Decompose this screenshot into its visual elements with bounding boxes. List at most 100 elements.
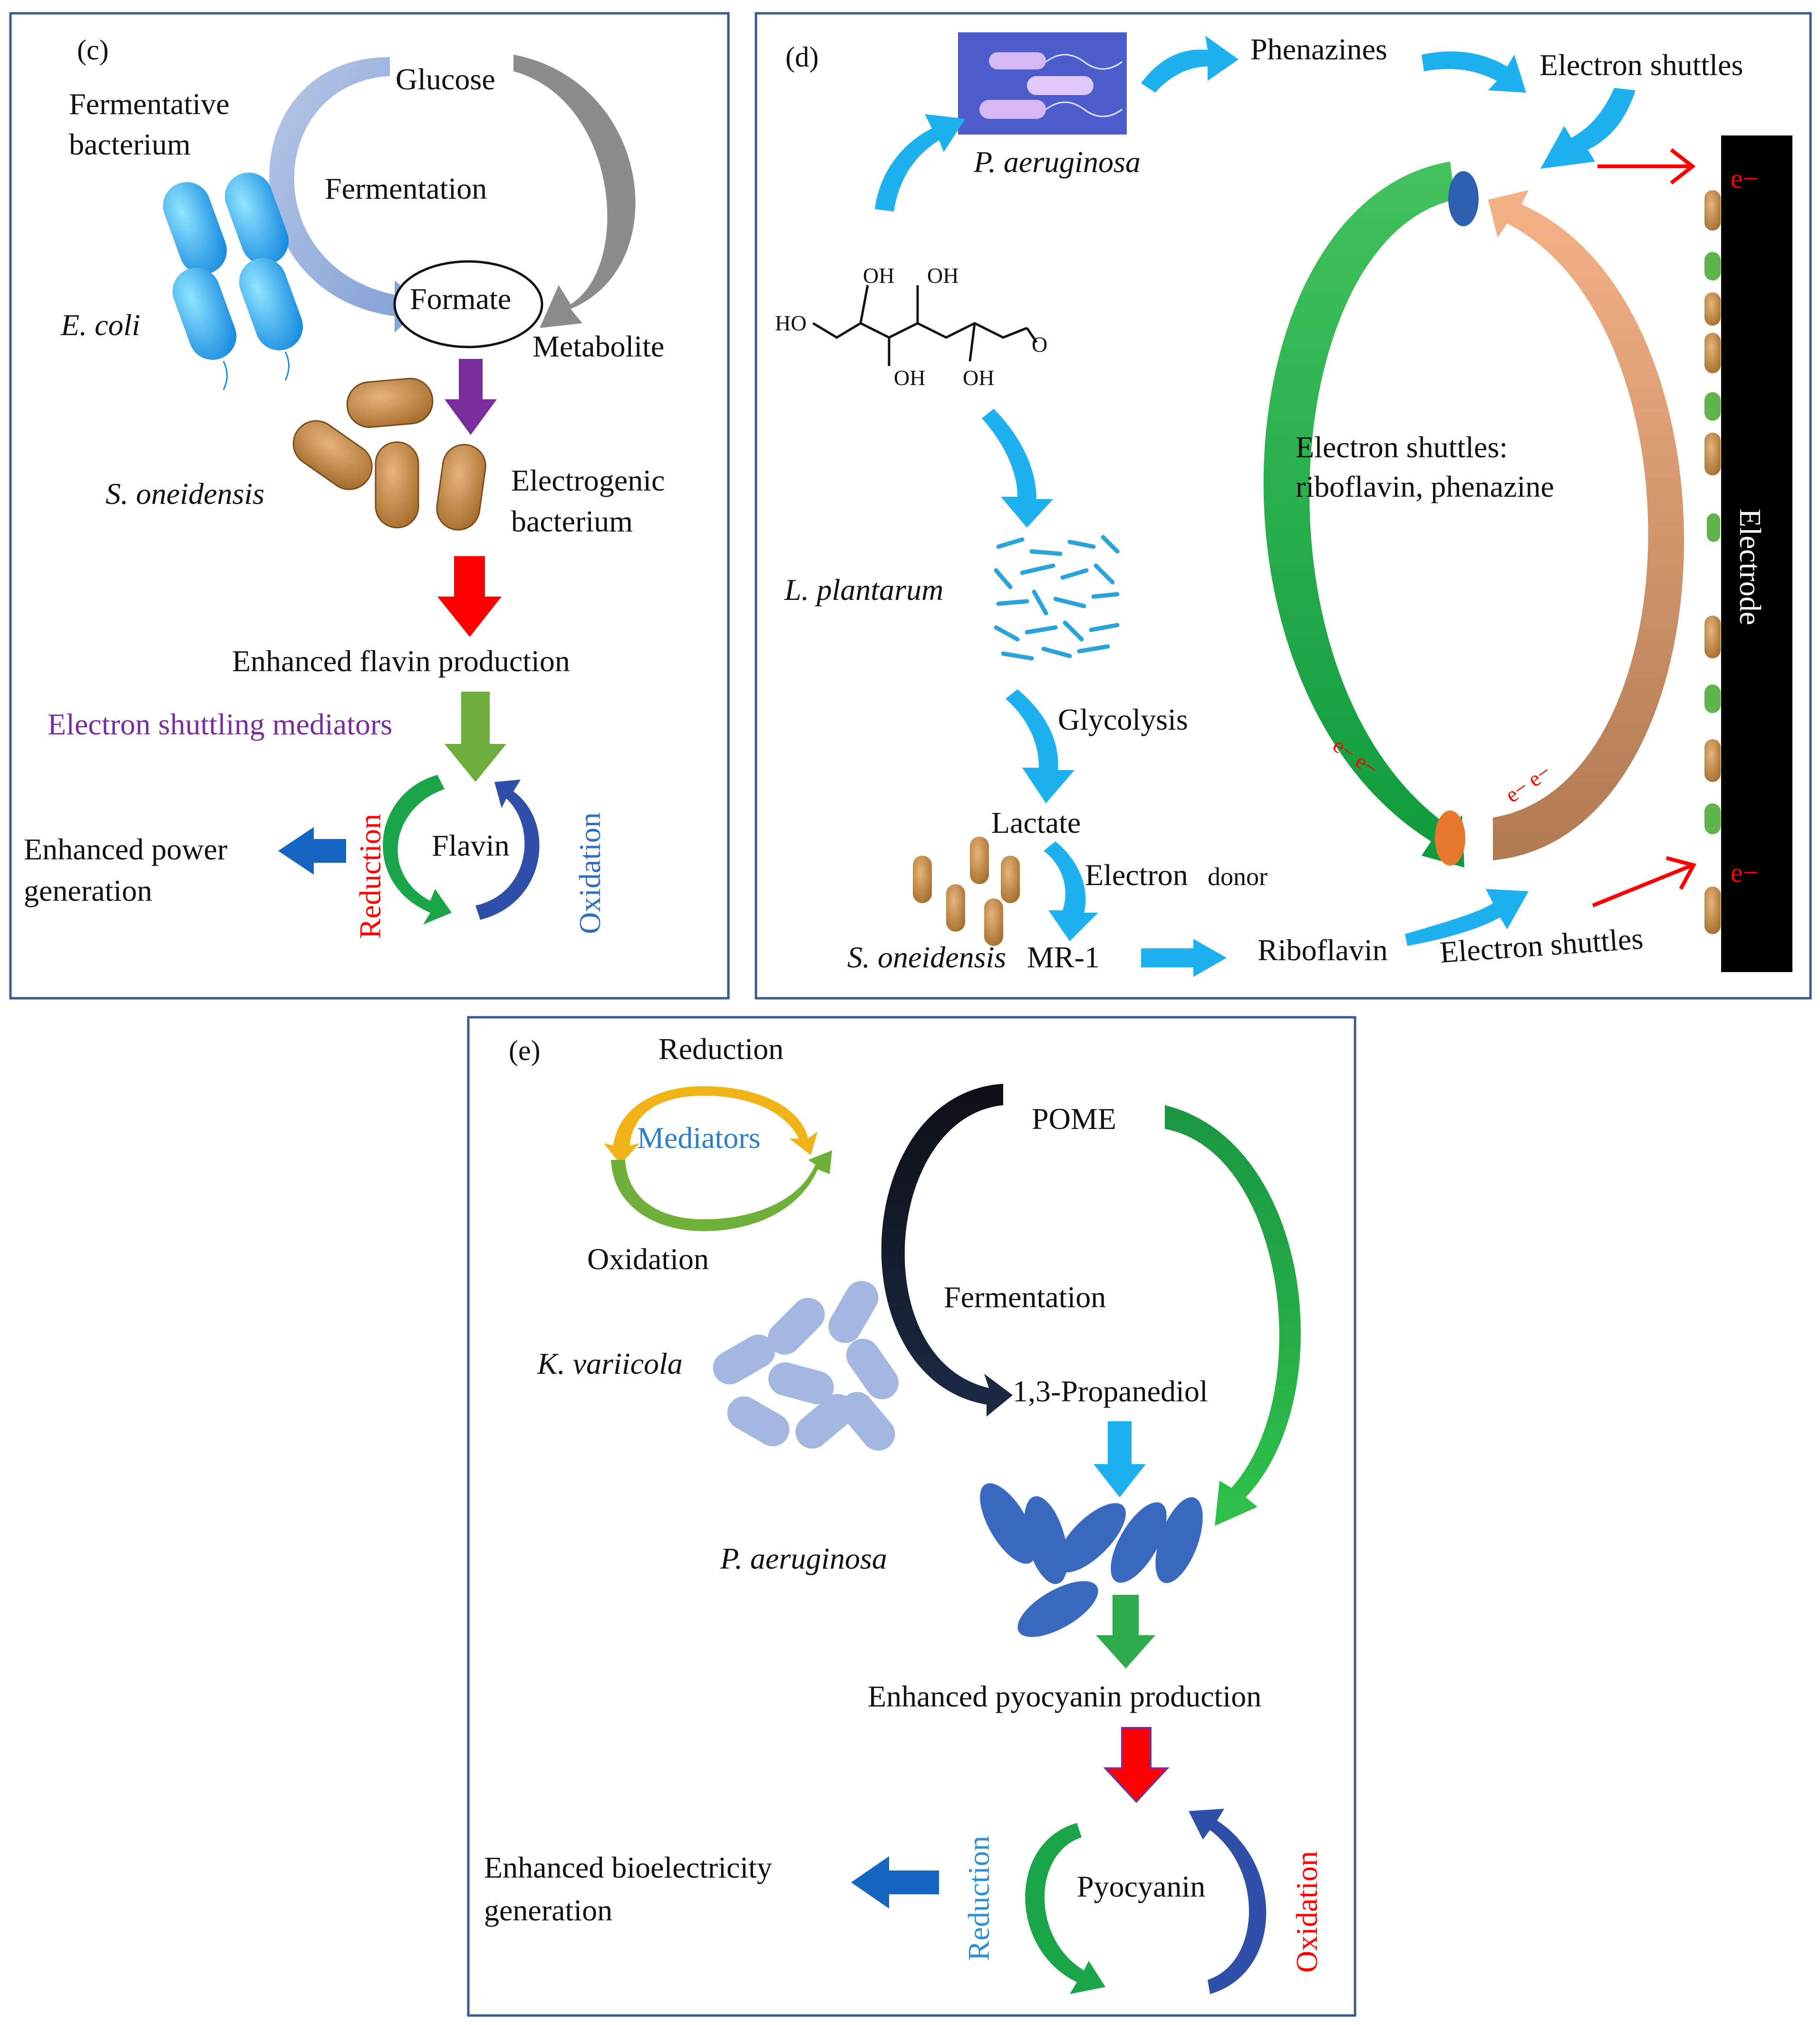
formate-label: Formate (410, 282, 511, 316)
k-variicola-label: K. variicola (537, 1347, 683, 1380)
glucose-to-lplantarum-arrow (982, 409, 1053, 528)
electron-bottom-label: e− (1731, 857, 1758, 888)
electron-donor-label-b: donor (1208, 862, 1268, 891)
pyocyanin-oxidation-arrow (1189, 1809, 1267, 1994)
glycolysis-label: Glycolysis (1058, 703, 1188, 736)
panel-d-letter: (d) (785, 41, 819, 73)
panel-c: (c) Glucose Fermentative bacterium Ferme… (9, 12, 730, 1000)
s-oneidensis-cells-icon (292, 377, 486, 531)
electrogen-to-flavin-arrow (437, 556, 502, 637)
electrode-bar (1721, 135, 1792, 972)
ecoli-cells-icon (163, 173, 303, 390)
electrode-label: Electrode (1733, 509, 1767, 625)
pome-fermentation-arrow (881, 1084, 1013, 1417)
mediators-reduction-arrow (604, 1086, 818, 1165)
pyocyanin-reduction-arrow (1025, 1823, 1105, 1994)
formate-node (393, 260, 543, 348)
panel-e-border (467, 1016, 1356, 2017)
mediators-oxidation-label: Oxidation (587, 1242, 709, 1276)
electron-top-label: e− (1731, 163, 1758, 194)
glucose-oh-1: OH (863, 263, 894, 288)
riboflavin-to-shuttles-arrow (1405, 889, 1529, 946)
flavin-oxidation-label: Oxidation (573, 812, 607, 934)
fermentation-left-arrow (269, 57, 423, 333)
glucose-oh-3: OH (894, 366, 925, 390)
pyocyanin-reduction-label: Reduction (962, 1836, 996, 1961)
pyocyanin-production-arrow (1103, 1727, 1170, 1803)
propanediol-to-paeruginosa-arrow (1094, 1421, 1146, 1497)
mediators-oxidation-arrow (611, 1150, 832, 1231)
l-plantarum-label: L. plantarum (784, 573, 943, 607)
shuttles-to-node-arrow (1540, 88, 1636, 169)
electron-shuttles-top-label: Electron shuttles (1539, 48, 1743, 82)
pome-label: POME (1032, 1102, 1116, 1136)
electron-donor-label-a: Electron (1085, 858, 1188, 892)
p-aeruginosa-image-icon (958, 32, 1127, 135)
fermentation-e-label: Fermentation (944, 1280, 1106, 1314)
fermentation-label: Fermentation (325, 172, 487, 205)
glucose-label: Glucose (396, 62, 495, 96)
lplantarum-to-lactate-arrow (1006, 689, 1075, 803)
phenazines-label: Phenazines (1250, 32, 1387, 66)
panel-e: (e) Reduction Mediators Oxidation POME F… (467, 1016, 1356, 2017)
panel-e-letter: (e) (509, 1035, 541, 1066)
mediators-label: Mediators (637, 1121, 761, 1155)
lactate-label: Lactate (991, 806, 1081, 839)
electron-mediators-label: Electron shuttling mediators (48, 707, 392, 741)
flavin-to-power-arrow (278, 827, 346, 875)
formate-to-electrogen-arrow (445, 359, 497, 435)
shuttles-desc-line1: Electron shuttles: (1296, 430, 1508, 464)
p-aeruginosa-e-label: P. aeruginosa (720, 1542, 887, 1575)
fermentative-label-line2: bacterium (69, 127, 191, 161)
p-aeruginosa-cells-icon (980, 1483, 1203, 1637)
glucose-to-paeruginosa-arrow (875, 114, 965, 212)
bioelectricity-label-line1: Enhanced bioelectricity (484, 1851, 772, 1884)
electrogenic-label-line2: bacterium (511, 504, 633, 538)
oxidized-shuttle-node (1448, 171, 1479, 226)
fermentation-right-arrow (513, 55, 636, 328)
ecoli-label: E. coli (60, 308, 140, 342)
panel-d-border (755, 12, 1812, 1000)
power-label-line1: Enhanced power (24, 832, 227, 866)
electron-transfer-bottom-arrow (1592, 856, 1696, 907)
pome-to-paeruginosa-arrow (1165, 1105, 1301, 1526)
riboflavin-label: Riboflavin (1258, 933, 1388, 967)
phenazines-to-shuttles-arrow (1422, 51, 1526, 93)
s-oneidensis-mr1-label: S. oneidensis (847, 940, 1006, 974)
paeruginosa-to-phenazines-arrow (1141, 36, 1239, 93)
reduced-shuttle-node (1435, 810, 1465, 866)
bioelectricity-label-line2: generation (484, 1893, 612, 1927)
glucose-ho: HO (775, 311, 806, 335)
pyocyanin-to-bioelectricity-arrow (851, 1856, 939, 1909)
electrogenic-label-line1: Electrogenic (511, 463, 665, 497)
glucose-o: O (1032, 332, 1047, 357)
flavin-oxidation-arrow (475, 780, 540, 920)
metabolite-label: Metabolite (532, 329, 664, 363)
shuttle-oxidation-arc-arrow (1488, 190, 1684, 860)
enhanced-flavin-label: Enhanced flavin production (232, 644, 570, 678)
propanediol-label: 1,3-Propanediol (1013, 1374, 1208, 1408)
electron-transfer-top-arrow (1597, 148, 1696, 185)
l-plantarum-cells-icon (994, 535, 1120, 661)
p-aeruginosa-label: P. aeruginosa (973, 145, 1141, 179)
flavin-reduction-label: Reduction (353, 814, 387, 939)
shuttles-desc-line2: riboflavin, phenazine (1296, 470, 1554, 503)
shuttle-reduction-arc-arrow (1263, 162, 1464, 868)
lactate-to-shewanella-arrow (1044, 841, 1098, 941)
mr1-label: MR-1 (1027, 940, 1100, 974)
paeruginosa-to-pyocyanin-arrow (1096, 1595, 1155, 1668)
flavin-label: Flavin (432, 829, 510, 862)
panel-d: (d) P. aeruginosa Phenazines Electron sh… (755, 12, 1812, 1000)
pyocyanin-label: Pyocyanin (1077, 1870, 1205, 1903)
mediators-reduction-label: Reduction (658, 1032, 784, 1066)
shewanella-to-riboflavin-arrow (1141, 939, 1227, 977)
mediators-to-flavin-arrow (445, 692, 506, 782)
fermentative-label-line1: Fermentative (69, 87, 230, 121)
glucose-oh-2: OH (927, 263, 958, 288)
k-variicola-cells-icon (713, 1281, 899, 1451)
panel-c-border (9, 12, 730, 1000)
power-label-line2: generation (24, 874, 152, 907)
enhanced-pyocyanin-label: Enhanced pyocyanin production (868, 1679, 1261, 1713)
s-oneidensis-mr1-cells-icon (913, 837, 1020, 946)
